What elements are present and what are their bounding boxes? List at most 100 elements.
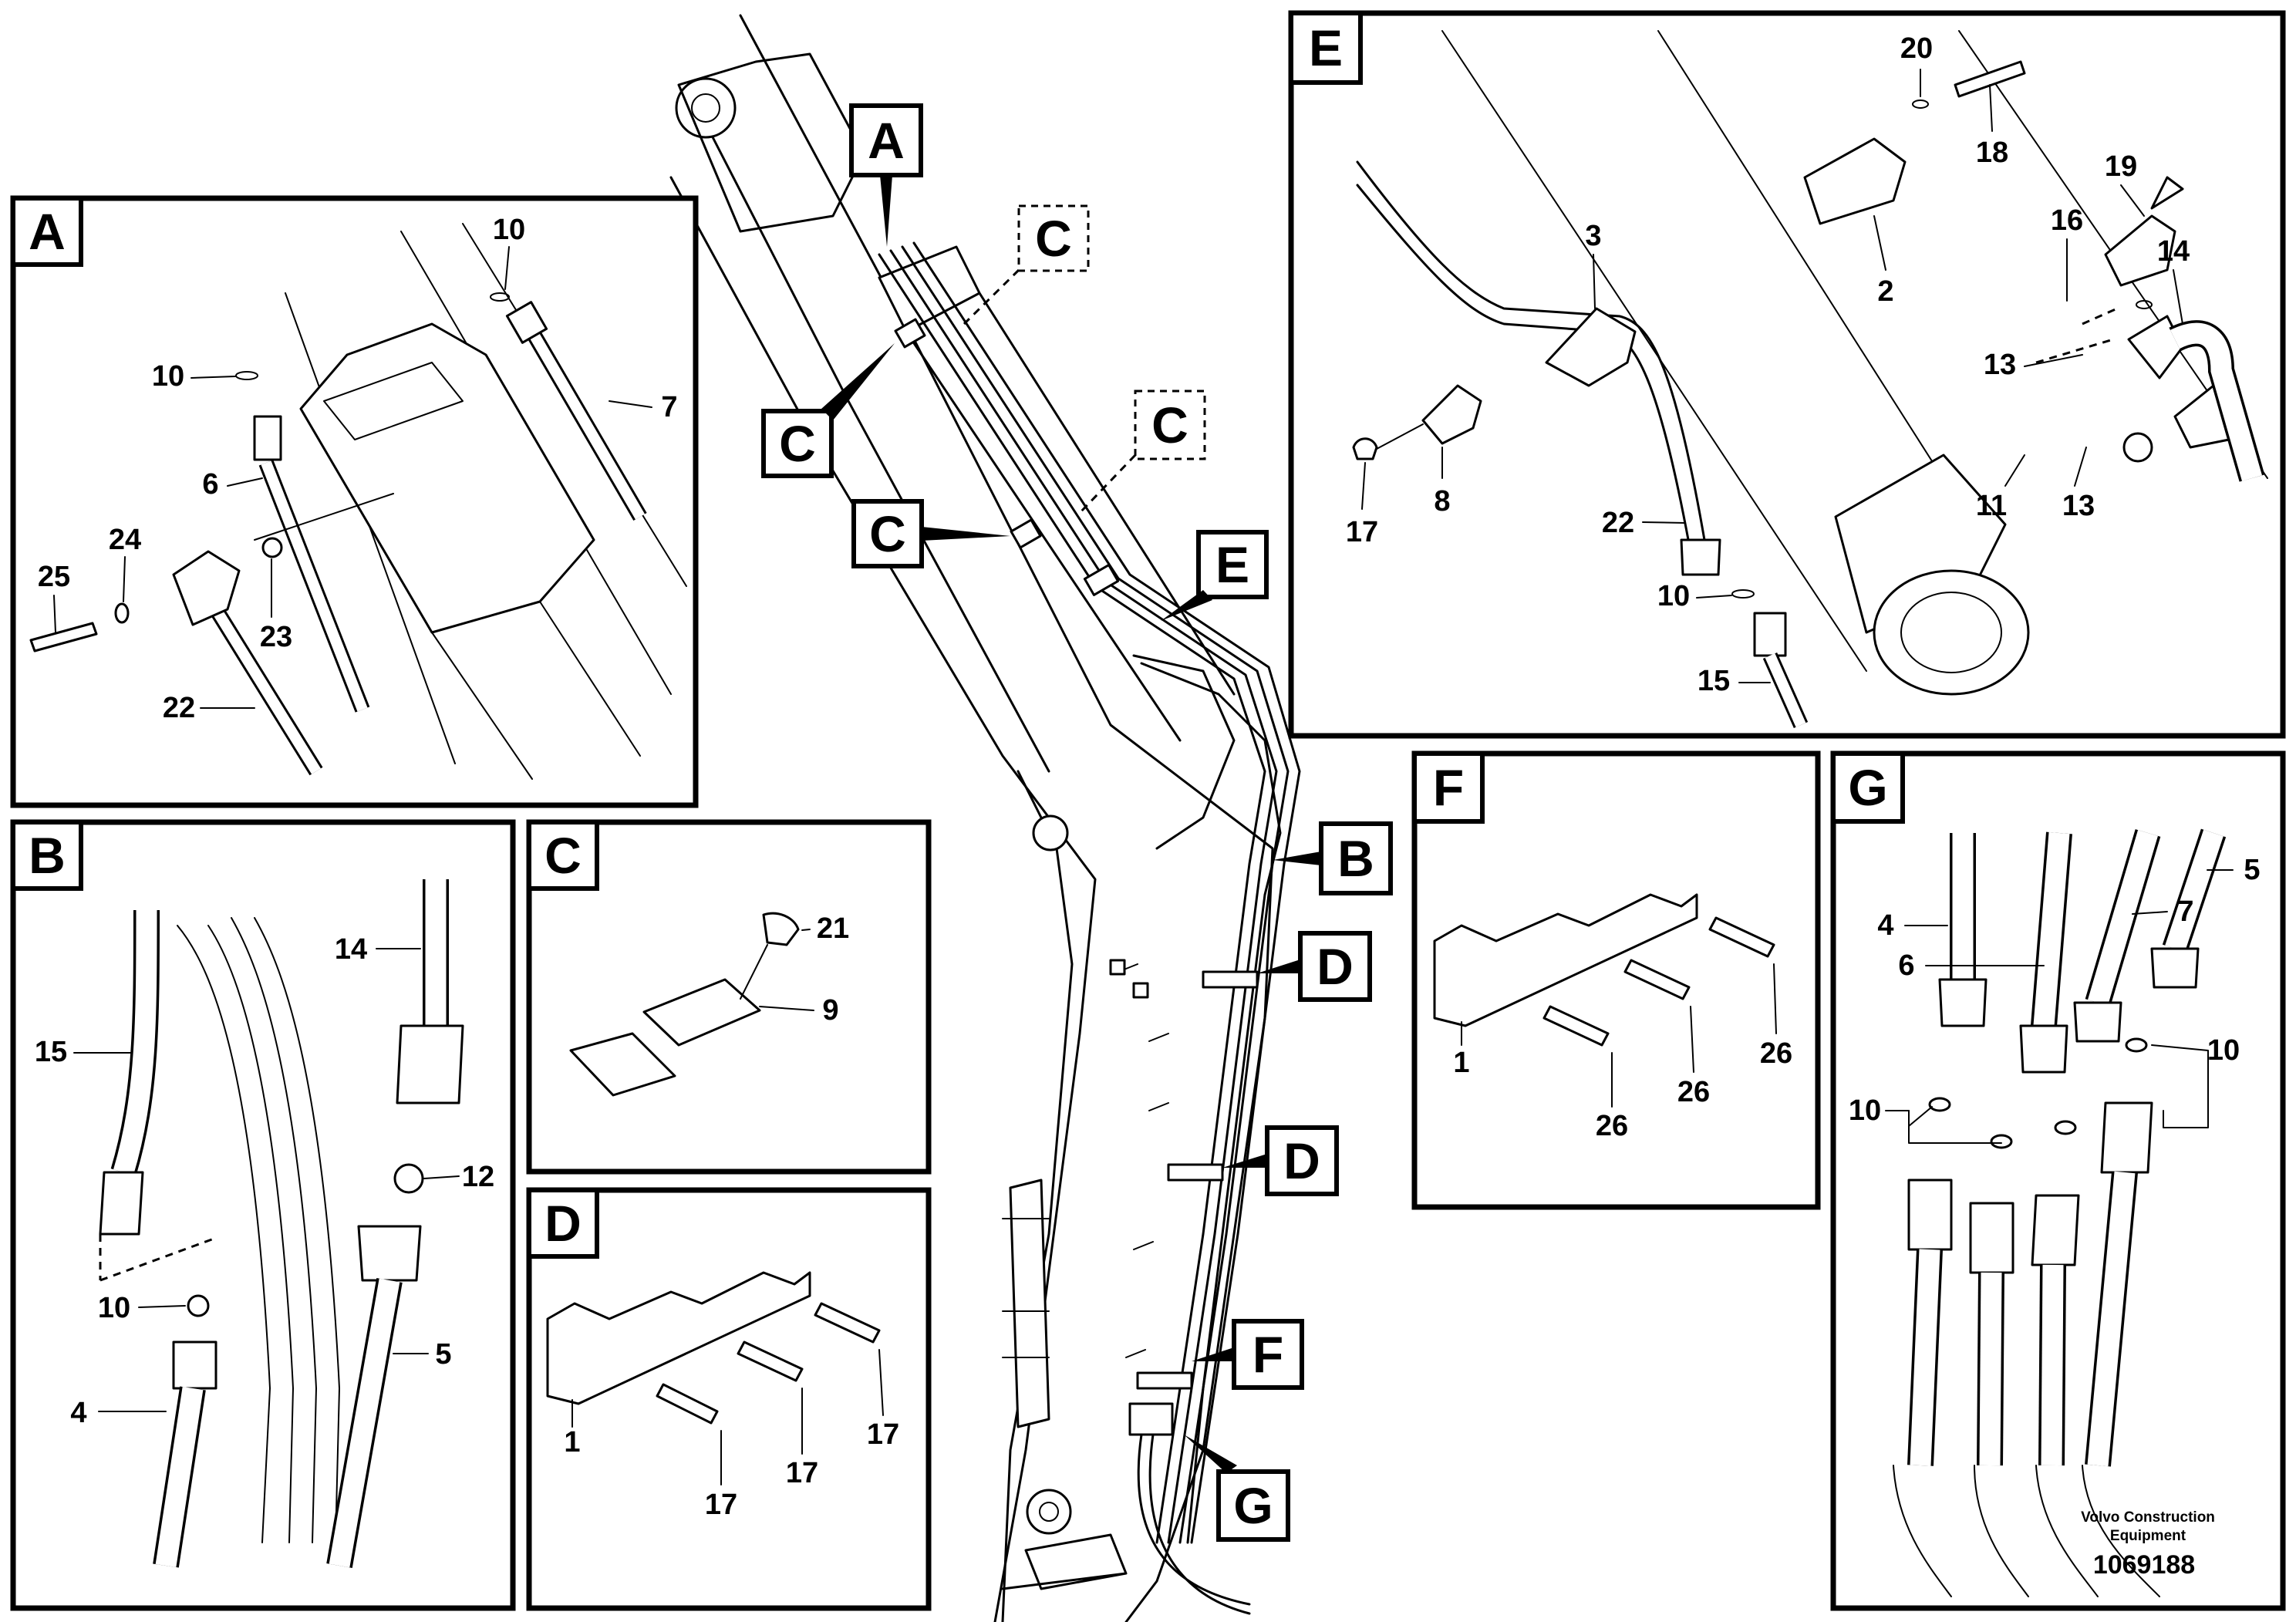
brand-line-2: Equipment [2110,1528,2186,1544]
fitting-lower-4 [2100,1101,2153,1174]
part-number-label: 13 [1984,349,2016,381]
part-number-label: 10 [1849,1094,1881,1127]
part-number-label: 18 [1976,137,2008,169]
boom-mid-pivot [1032,814,1069,851]
bolt-26-b [1623,959,1691,1000]
part-number-label: 2 [1877,275,1893,308]
part-number-label: 15 [35,1036,67,1068]
oring-11 [2122,432,2153,463]
panel-e-label: E [1309,19,1343,76]
hose-bundle-b [177,917,340,1543]
part-number-label: 10 [152,360,184,393]
callout-c-dashed-1[interactable]: C [963,204,1090,325]
part-number-label: 10 [2207,1034,2240,1067]
oring-10-e [1731,589,1755,599]
flange-half-2 [1803,137,1907,225]
arm-cylinder [1009,1179,1050,1428]
hose-bundle [878,241,1301,1544]
part-number-label: 9 [822,994,838,1027]
fitting-4 [172,1340,217,1390]
part-number-label: 7 [661,391,677,423]
bolt-21-head [762,912,800,946]
cylinder-gland [299,322,595,634]
flange-22 [172,550,241,626]
callout-b-main[interactable]: B [1273,821,1393,895]
callout-letter: C [779,415,816,472]
callout-letter: D [1283,1132,1320,1189]
panel-g-label: G [1848,759,1887,816]
part-number-label: 14 [335,933,367,966]
footer: Volvo Construction Equipment 1069188 [2081,1509,2215,1580]
bolt-17-b [737,1340,804,1382]
part-number-label: 24 [109,524,141,556]
fitting-lower-1 [1907,1179,1953,1251]
oring-23 [261,537,283,558]
callout-e-main[interactable]: E [1161,530,1269,621]
panel-d: D 1 17 17 17 [526,1187,932,1611]
boom-top-pivot [675,77,737,139]
doc-number: 1069188 [2093,1550,2195,1580]
oring-10-b [187,1294,210,1317]
part-number-label: 3 [1585,220,1601,252]
callout-d-main-2[interactable]: D [1222,1125,1339,1196]
panel-g: G 5 4 [1830,750,2286,1611]
boom-foot-bracket [1001,1533,1128,1590]
part-number-label: 5 [2244,854,2260,886]
clamp-c3 [1083,564,1120,596]
fitting-15-e [1753,612,1787,657]
callout-letter: C [1035,210,1072,267]
callout-f-main[interactable]: F [1192,1319,1304,1390]
bolt-17-c [814,1302,881,1344]
callout-letter: G [1233,1477,1273,1534]
callout-c-solid-2[interactable]: C [761,343,895,478]
fitting-6-g [2019,1024,2068,1074]
callout-a-main[interactable]: A [849,103,923,247]
panel-c: C 21 9 [526,819,932,1175]
part-number-label: 10 [1657,580,1690,612]
part-number-label: 10 [98,1292,130,1324]
fitting-lower-2 [1969,1202,2014,1274]
part-number-label: 11 [1976,490,2007,522]
clamp-base [569,1032,676,1097]
flange-13-a [2104,214,2176,287]
callout-c-solid-4[interactable]: C [851,499,1010,568]
part-number-label: 5 [435,1338,451,1371]
part-number-label: 6 [1898,949,1914,982]
bolt-26-c [1708,916,1775,958]
callout-c-dashed-3[interactable]: C [1078,389,1206,514]
panel-c-label: C [544,827,582,884]
panel-f-label: F [1433,759,1464,816]
clamp-c1 [894,318,926,349]
fitting-22-end [1680,538,1721,576]
bottom-connectors [1128,1402,1174,1436]
hose-loop [1137,1433,1251,1615]
oring-g-1 [1928,1097,1951,1112]
boom-bottom-pivot [1026,1489,1072,1535]
oring-10-left [235,371,258,380]
clamp-8 [1421,384,1482,445]
callout-d-main-1[interactable]: D [1257,931,1372,1002]
part-number-label: 17 [705,1489,737,1521]
part-number-label: 22 [163,692,195,724]
clamp-c2 [1010,518,1042,549]
fitting-5-g [2150,947,2200,989]
bolt-17-e [1352,437,1378,460]
part-number-label: 14 [2157,235,2190,268]
callout-letter: C [869,505,906,562]
part-number-label: 1 [1453,1047,1469,1079]
fitting-5 [357,1225,422,1282]
panel-b-label: B [29,827,66,884]
boom-elbow-plate [1132,654,1236,850]
part-number-label: 12 [462,1161,494,1193]
part-number-label: 19 [2105,150,2137,183]
part-number-label: 23 [260,621,292,653]
part-number-label: 10 [493,214,525,246]
fitting-7-g [2073,1001,2122,1043]
fitting-15 [99,1171,144,1236]
callout-letter: A [868,112,905,169]
part-number-label: 4 [1877,909,1893,942]
callout-g-main[interactable]: G [1184,1435,1290,1542]
part-number-label: 25 [38,561,70,593]
fitting-6 [253,415,282,461]
